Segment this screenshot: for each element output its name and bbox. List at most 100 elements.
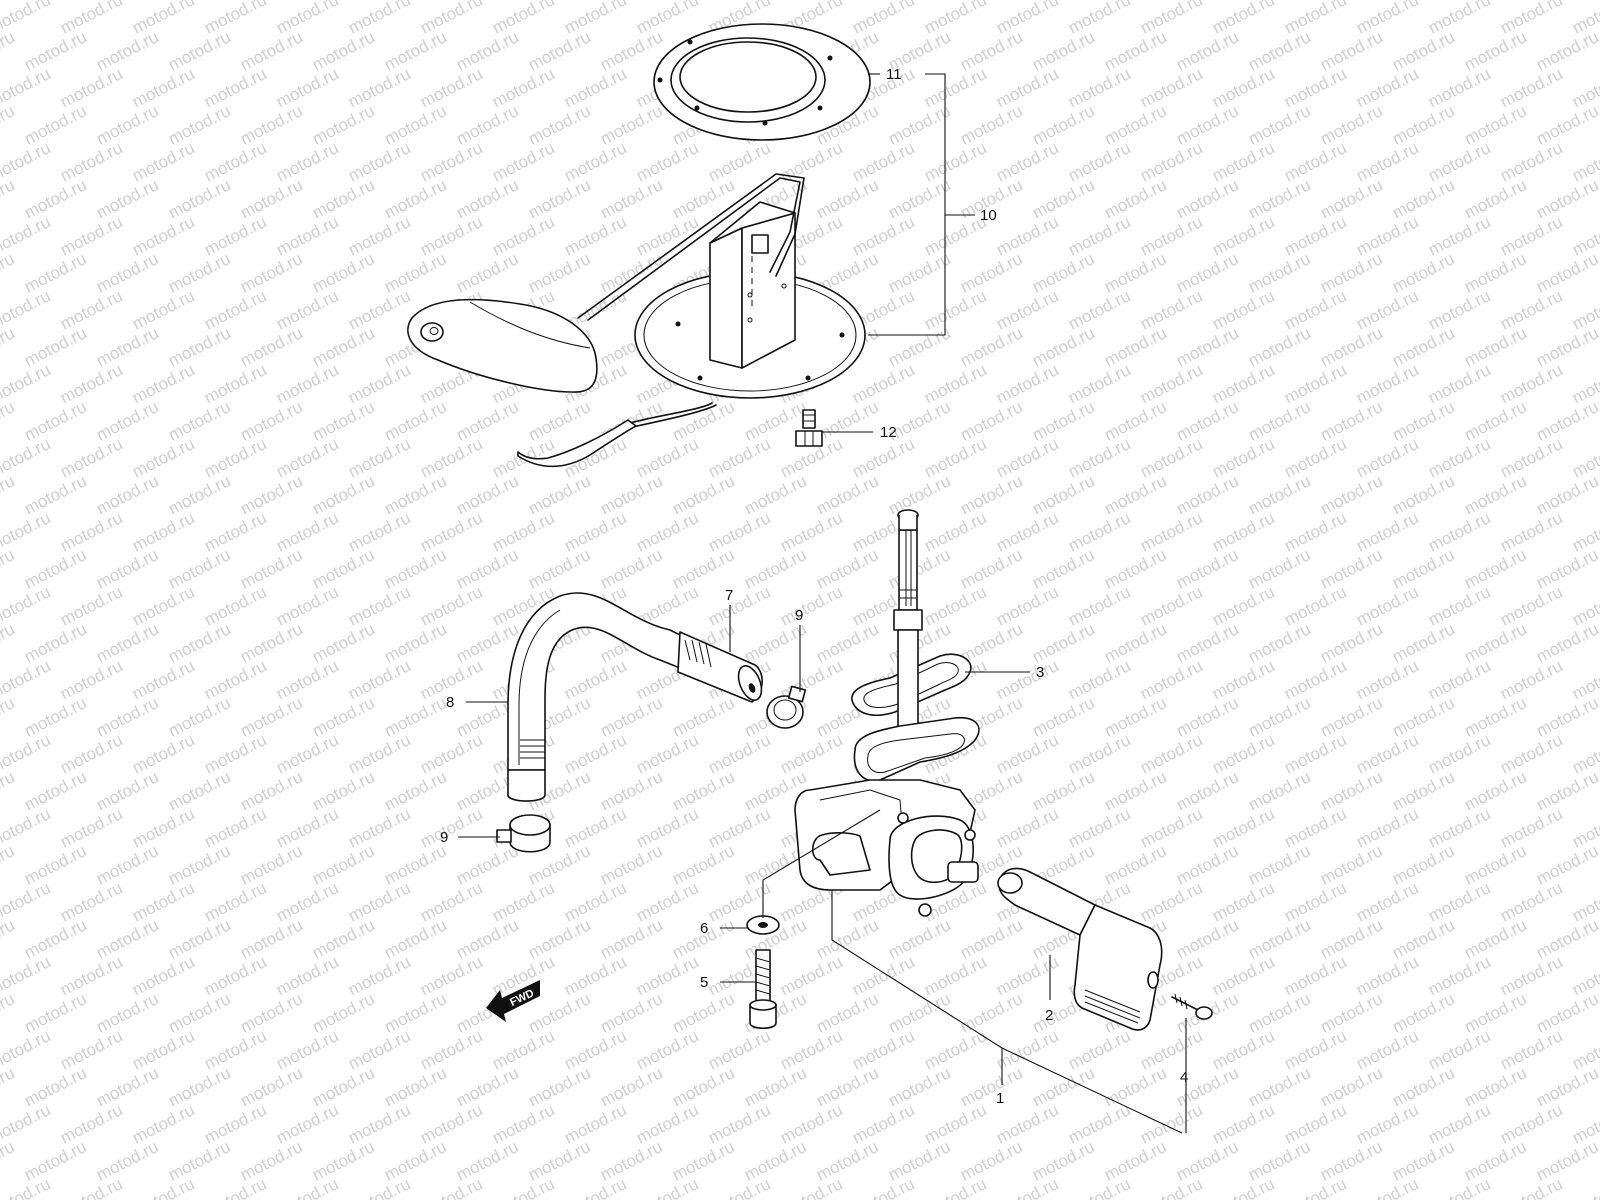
watermark-text: motod.ru [417,138,485,185]
watermark-text: motod.ru [21,101,89,148]
watermark-text: motod.ru [597,915,665,962]
watermark-text: motod.ru [453,1063,521,1110]
watermark-text: motod.ru [525,1063,593,1110]
watermark-text: motod.ru [201,360,269,407]
watermark-text: motod.ru [1389,915,1457,962]
callout-9-upper: 9 [795,607,803,624]
watermark-text: motod.ru [57,1100,125,1147]
watermark-text: motod.ru [1317,397,1385,444]
watermark-text: motod.ru [1245,915,1313,962]
watermark-text: motod.ru [417,508,485,555]
watermark-text: motod.ru [705,434,773,481]
watermark-text: motod.ru [93,619,161,666]
watermark-text: motod.ru [1137,212,1205,259]
watermark-text: motod.ru [1029,175,1097,222]
callout-10: 10 [980,207,997,224]
watermark-text: motod.ru [669,841,737,888]
watermark-text: motod.ru [1461,471,1529,518]
watermark-text: motod.ru [849,1026,917,1073]
watermark-text: motod.ru [309,841,377,888]
watermark-text: motod.ru [57,0,125,38]
callout-3: 3 [1036,664,1044,681]
watermark-text: motod.ru [885,545,953,592]
watermark-text: motod.ru [129,582,197,629]
watermark-text: motod.ru [1389,989,1457,1036]
watermark-text: motod.ru [957,915,1025,962]
watermark-text: motod.ru [1281,582,1349,629]
fuel-cock-assembly-part [794,509,980,917]
watermark-text: motod.ru [417,64,485,111]
watermark-text: motod.ru [489,212,557,259]
watermark-text: motod.ru [1065,434,1133,481]
watermark-text: motod.ru [1425,878,1493,925]
watermark-text: motod.ru [1353,1100,1421,1147]
watermark-text: motod.ru [777,1100,845,1147]
watermark-text: motod.ru [1497,878,1565,925]
watermark-text: motod.ru [57,286,125,333]
watermark-text: motod.ru [741,545,809,592]
watermark-text: motod.ru [0,915,18,962]
watermark-text: motod.ru [1029,1063,1097,1110]
watermark-text: motod.ru [1065,730,1133,777]
watermark-text: motod.ru [957,101,1025,148]
watermark-text: motod.ru [1317,101,1385,148]
watermark-text: motod.ru [0,693,18,740]
watermark-text: motod.ru [273,286,341,333]
watermark-text: motod.ru [597,249,665,296]
watermark-text: motod.ru [57,64,125,111]
watermark-text: motod.ru [1497,1026,1565,1073]
watermark-text: motod.ru [669,175,737,222]
watermark-text: motod.ru [1353,582,1421,629]
watermark-text: motod.ru [237,767,305,814]
watermark-text: motod.ru [885,249,953,296]
watermark-text: motod.ru [993,656,1061,703]
watermark-text: motod.ru [1353,286,1421,333]
watermark-text: motod.ru [1425,656,1493,703]
watermark-text: motod.ru [1353,1174,1421,1200]
watermark-text: motod.ru [633,730,701,777]
watermark-text: motod.ru [1209,730,1277,777]
watermark-text: motod.ru [561,1174,629,1200]
watermark-text: motod.ru [1281,0,1349,38]
watermark-text: motod.ru [561,1026,629,1073]
watermark-text: motod.ru [0,471,18,518]
watermark-text: motod.ru [57,730,125,777]
watermark-text: motod.ru [597,1137,665,1184]
watermark-text: motod.ru [1497,286,1565,333]
watermark-text: motod.ru [0,0,18,1]
watermark-text: motod.ru [201,804,269,851]
watermark-text: motod.ru [1389,841,1457,888]
watermark-text: motod.ru [489,64,557,111]
watermark-text: motod.ru [201,656,269,703]
watermark-text: motod.ru [633,508,701,555]
watermark-text: motod.ru [1425,64,1493,111]
watermark-text: motod.ru [1389,1063,1457,1110]
watermark-text: motod.ru [1353,730,1421,777]
watermark-text: motod.ru [1461,545,1529,592]
watermark-text: motod.ru [57,360,125,407]
watermark-text: motod.ru [885,989,953,1036]
watermark-text: motod.ru [489,1174,557,1200]
watermark-text: motod.ru [1137,286,1205,333]
watermark-text: motod.ru [597,27,665,74]
watermark-text: motod.ru [237,915,305,962]
watermark-text: motod.ru [1173,323,1241,370]
watermark-text: motod.ru [201,434,269,481]
watermark-text: motod.ru [273,64,341,111]
watermark-text: motod.ru [57,656,125,703]
watermark-text: motod.ru [93,841,161,888]
watermark-text: motod.ru [129,508,197,555]
watermark-text: motod.ru [201,730,269,777]
watermark-text: motod.ru [1425,434,1493,481]
watermark-text: motod.ru [165,175,233,222]
watermark-text: motod.ru [849,212,917,259]
watermark-text: motod.ru [201,0,269,38]
callout-labels: 11 10 12 7 9 8 3 9 6 5 2 1 4 4 [440,66,1188,1107]
leader-lines [458,73,1187,1134]
watermark-text: motod.ru [1317,915,1385,962]
watermark-text: motod.ru [1317,545,1385,592]
watermark-text: motod.ru [1281,138,1349,185]
watermark-text: motod.ru [21,619,89,666]
watermark-text: motod.ru [453,471,521,518]
watermark-text: motod.ru [705,730,773,777]
